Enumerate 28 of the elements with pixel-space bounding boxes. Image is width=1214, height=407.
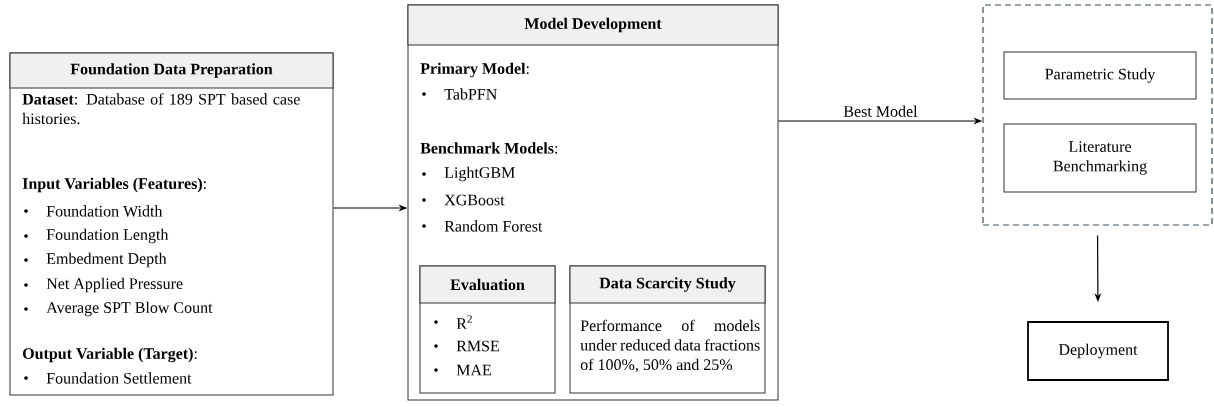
panel-header: Data Scarcity Study xyxy=(569,265,766,304)
bullet-item: Embedment Depth xyxy=(24,252,167,268)
panel-header: Evaluation xyxy=(419,265,556,304)
panel-header: Foundation Data Preparation xyxy=(9,52,334,89)
description-text: Performance of models under reduced data fractions of 100%, 50% and 25% xyxy=(580,319,760,373)
bullet-item: TabPFN xyxy=(422,88,497,100)
section-heading: Input Variables (Features): xyxy=(22,177,206,193)
bullet-item: Foundation Width xyxy=(24,205,163,217)
bullet-item: LightGBM xyxy=(422,166,515,182)
section-heading: Output Variable (Target): xyxy=(23,347,197,363)
bullet-item: Foundation Length xyxy=(24,228,169,244)
bullet-item: Average SPT Blow Count xyxy=(24,301,213,317)
bullet-item: RMSE xyxy=(434,340,499,352)
bullet-item: XGBoost xyxy=(422,194,505,206)
panel-header: Model Development xyxy=(407,4,779,46)
bullet-item: R$^{2}$ xyxy=(434,315,472,329)
bullet-item: MAE xyxy=(434,364,491,376)
edge-label: Best Model xyxy=(842,104,919,118)
bullet-item: Foundation Settlement xyxy=(24,372,192,384)
section-heading: Primary Model: xyxy=(420,62,529,78)
bullet-item: Net Applied Pressure xyxy=(24,277,183,293)
bullet-item: Random Forest xyxy=(422,220,543,232)
group-box xyxy=(982,4,1213,226)
box-label: Literature Benchmarking xyxy=(1053,141,1147,175)
box-label: Deployment xyxy=(1058,343,1138,359)
box-label: Parametric Study xyxy=(1045,68,1156,83)
section-heading: Benchmark Models: xyxy=(420,142,558,154)
description-text: Dataset: Database of 189 SPT based case histories. xyxy=(22,93,300,125)
